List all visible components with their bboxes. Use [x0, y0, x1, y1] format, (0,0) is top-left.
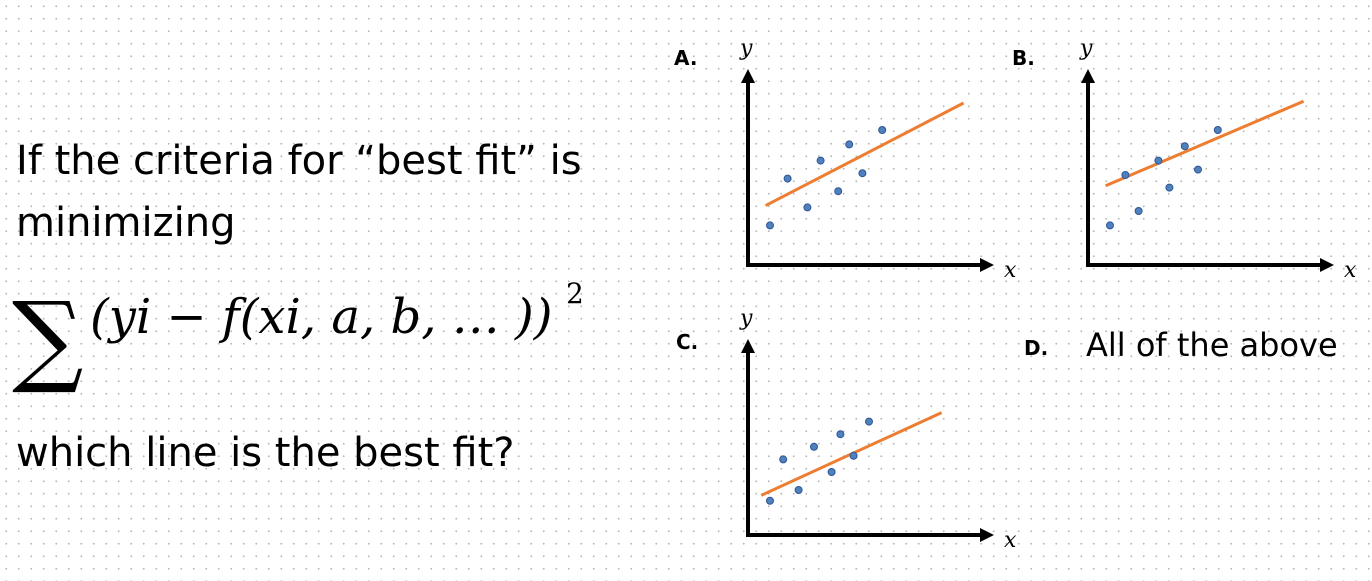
x-axis-label: x — [1344, 258, 1357, 283]
y-axis-label: y — [1079, 36, 1093, 61]
x-axis-label: x — [1004, 258, 1017, 283]
data-point — [845, 140, 854, 149]
data-point — [834, 187, 843, 196]
x-axis-arrow — [1320, 258, 1334, 272]
data-point — [827, 468, 836, 476]
data-point — [766, 221, 774, 230]
option-d-text[interactable]: All of the above — [1086, 326, 1338, 364]
axes — [1086, 80, 1323, 267]
y-axis-arrow — [741, 69, 755, 83]
data-point — [794, 486, 803, 494]
data-point — [836, 430, 845, 439]
option-d-label[interactable]: D. — [1024, 336, 1049, 360]
data-point — [878, 126, 887, 134]
formula-body: (yi − f(xi, a, b, … )) — [90, 289, 552, 345]
option-a-label[interactable]: A. — [674, 46, 698, 70]
sum-squared-residuals-formula: ∑ (yi − f(xi, a, b, … )) 2 — [12, 277, 584, 395]
data-point — [1165, 183, 1174, 192]
x-axis-arrow — [980, 528, 994, 542]
data-point — [1154, 156, 1163, 165]
data-point — [865, 417, 873, 426]
option-a-plot[interactable]: yx — [700, 30, 1030, 290]
option-c-plot[interactable]: yx — [700, 300, 1030, 560]
data-point — [803, 203, 812, 212]
option-b-plot[interactable]: yx — [1040, 30, 1370, 290]
y-axis-label: y — [739, 306, 753, 331]
data-point — [1121, 171, 1130, 179]
data-point — [858, 169, 867, 178]
option-c-label[interactable]: C. — [676, 330, 699, 354]
data-point — [779, 455, 788, 464]
data-point — [783, 174, 792, 183]
axes — [746, 80, 983, 267]
data-point — [810, 442, 818, 451]
fit-line — [764, 101, 965, 207]
summation-symbol: ∑ — [12, 280, 83, 395]
y-axis-arrow — [741, 339, 755, 353]
option-b-label[interactable]: B. — [1012, 46, 1035, 70]
data-point — [766, 496, 774, 505]
data-point — [849, 451, 858, 460]
y-axis-arrow — [1081, 69, 1095, 83]
data-point — [816, 156, 825, 165]
formula-exponent: 2 — [566, 277, 584, 310]
x-axis-label: x — [1004, 528, 1017, 553]
y-axis-label: y — [739, 36, 753, 61]
x-axis-arrow — [980, 258, 994, 272]
axes — [746, 350, 983, 537]
fit-line — [1105, 99, 1305, 188]
data-point — [1134, 207, 1143, 215]
data-point — [1213, 126, 1222, 134]
question-prompt: If the criteria for “best fit” is minimi… — [16, 138, 582, 246]
data-point — [1180, 142, 1189, 151]
data-point — [1106, 221, 1114, 230]
data-point — [1194, 165, 1202, 174]
question-ask: which line is the best fit? — [16, 430, 515, 476]
